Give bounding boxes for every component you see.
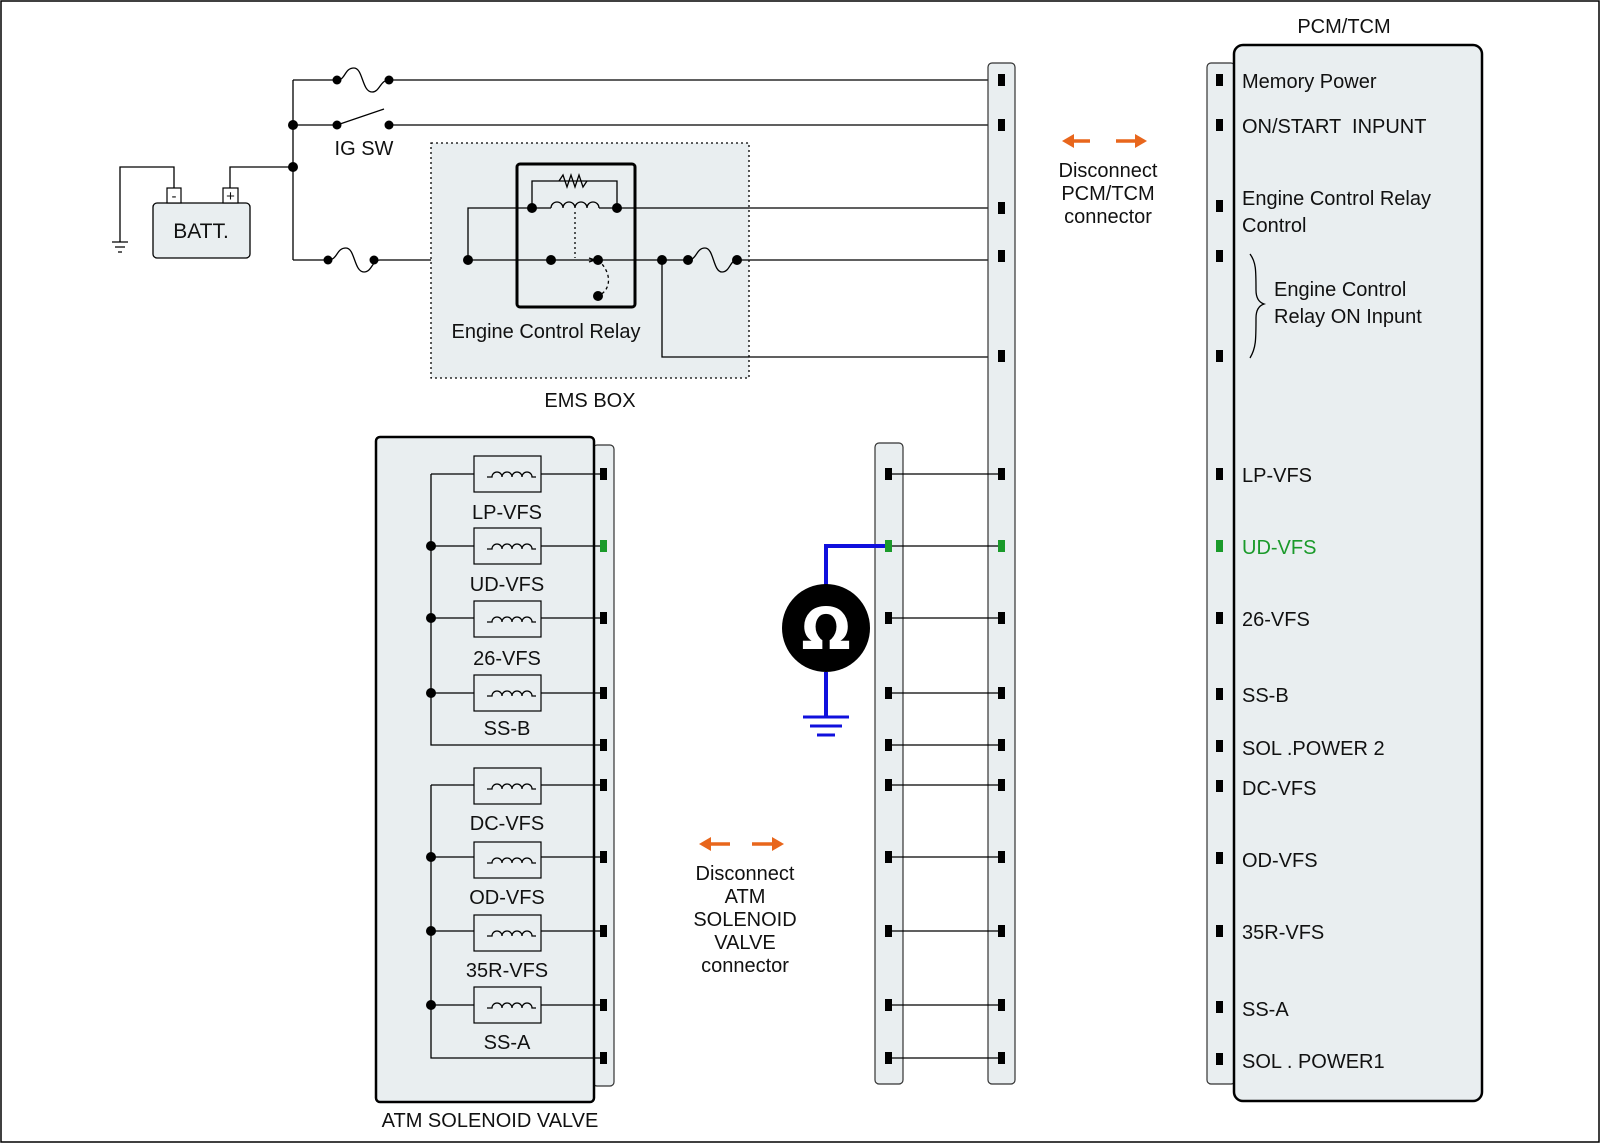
pcm-pin-engine-control-relay-on-2: Relay ON Inpunt	[1274, 306, 1422, 328]
pcm-pin-35r-vfs: 35R-VFS	[1242, 922, 1324, 944]
coil-icon	[487, 930, 536, 937]
fuse-icon	[336, 67, 390, 93]
solenoid-label-26-vfs: 26-VFS	[473, 648, 541, 670]
solenoid-label-ss-b: SS-B	[484, 718, 531, 740]
battery-minus-label: -	[172, 188, 177, 205]
fuse-icon	[327, 247, 381, 273]
disconnect-atm-line-2: ATM	[725, 886, 766, 908]
solenoid-label-lp-vfs: LP-VFS	[472, 502, 542, 524]
pcm-pin-sol-power-2: SOL .POWER 2	[1242, 738, 1385, 760]
solenoid-label-dc-vfs: DC-VFS	[470, 813, 544, 835]
ig-switch-icon	[336, 108, 385, 126]
pcm-harness-strip	[987, 62, 1016, 1085]
pcm-title: PCM/TCM	[1297, 16, 1390, 38]
pcm-pin-memory-power: Memory Power	[1242, 71, 1377, 93]
pcm-pin-engine-control-relay-control-2: Control	[1242, 215, 1306, 237]
pcm-pin-on-start-input: ON/START INPUNT	[1242, 116, 1426, 138]
solenoid-label-ss-a: SS-A	[484, 1032, 531, 1054]
power-wiring: IG SW	[288, 67, 1002, 273]
solenoid-label-35r-vfs: 35R-VFS	[466, 960, 548, 982]
pcm-pin-ud-vfs: UD-VFS	[1242, 537, 1316, 559]
pcm-pin-sol-power1: SOL . POWER1	[1242, 1051, 1385, 1073]
disconnect-pcm-line-1: Disconnect	[1059, 160, 1158, 182]
solenoid-26-vfs	[473, 600, 542, 638]
solenoid-od-vfs	[473, 841, 542, 879]
ohmmeter-symbol: Ω	[801, 595, 850, 663]
coil-icon	[487, 857, 536, 864]
solenoid-lp-vfs	[473, 455, 542, 493]
disconnect-atm-note: Disconnect ATM SOLENOID VALVE connector	[693, 837, 797, 977]
disconnect-pcm-line-3: connector	[1064, 206, 1152, 228]
coil-icon	[487, 1002, 536, 1009]
ground-icon	[803, 715, 849, 737]
ig-switch-label: IG SW	[335, 138, 394, 160]
pcm-pin-engine-control-relay-control-1: Engine Control Relay	[1242, 188, 1431, 210]
pcm-pin-ss-a: SS-A	[1242, 999, 1289, 1021]
coil-icon	[487, 783, 536, 790]
pcm-harness-connector	[987, 62, 1016, 1085]
atm-solenoid-valve: LP-VFS UD-VFS 26-VFS SS-B DC-VFS OD-VFS …	[374, 435, 615, 1132]
solenoid-ss-a	[473, 986, 542, 1024]
battery-plus-label: +	[226, 188, 235, 205]
battery: - + BATT.	[112, 166, 293, 259]
disconnect-atm-line-4: VALVE	[714, 932, 776, 954]
pcm-body	[1232, 43, 1484, 1103]
ohmmeter-lead	[824, 544, 885, 588]
pcm-pin-26-vfs: 26-VFS	[1242, 609, 1310, 631]
battery-body	[152, 202, 251, 259]
disconnect-pcm-line-2: PCM/TCM	[1061, 183, 1154, 205]
disconnect-atm-line-1: Disconnect	[696, 863, 795, 885]
pcm-pin-ss-b: SS-B	[1242, 685, 1289, 707]
solenoid-ss-b	[473, 674, 542, 712]
coil-icon	[487, 543, 536, 550]
resistor-icon	[558, 172, 588, 190]
pcm-pin-engine-control-relay-on-1: Engine Control	[1274, 279, 1406, 301]
pcm-tcm-module: PCM/TCM Memory Power ON/START INPUNT Eng…	[1206, 16, 1484, 1103]
disconnect-pcm-note: Disconnect PCM/TCM connector	[1059, 134, 1158, 228]
engine-control-relay-label: Engine Control Relay	[452, 321, 641, 343]
battery-ground-wire	[119, 166, 175, 242]
ground-icon	[112, 241, 128, 253]
battery-positive-wire	[229, 166, 293, 188]
disconnect-atm-line-3: SOLENOID	[693, 909, 796, 931]
battery-label: BATT.	[173, 220, 229, 243]
coil-icon	[487, 616, 536, 623]
pcm-pin-lp-vfs: LP-VFS	[1242, 465, 1312, 487]
ems-box-label: EMS BOX	[544, 390, 635, 412]
coil-icon	[487, 690, 536, 697]
solenoid-label-ud-vfs: UD-VFS	[470, 574, 544, 596]
coil-icon	[487, 471, 536, 478]
solenoid-label-od-vfs: OD-VFS	[469, 887, 545, 909]
atm-harness-connector	[874, 442, 1005, 1085]
atm-harness-strip	[874, 442, 904, 1085]
pcm-pin-od-vfs: OD-VFS	[1242, 850, 1318, 872]
atm-title: ATM SOLENOID VALVE	[382, 1110, 599, 1132]
ohmmeter-icon	[782, 584, 870, 672]
engine-control-relay	[515, 162, 637, 309]
ohmmeter: Ω	[782, 544, 885, 737]
relay-coil-icon	[550, 201, 600, 209]
solenoid-35r-vfs	[473, 914, 542, 952]
solenoid-dc-vfs	[473, 767, 542, 805]
ems-box: Engine Control Relay EMS BOX	[430, 142, 1002, 412]
brace-icon	[1249, 253, 1267, 359]
pcm-pin-dc-vfs: DC-VFS	[1242, 778, 1316, 800]
fuse-icon	[687, 247, 738, 273]
disconnect-atm-line-5: connector	[701, 955, 789, 977]
solenoid-ud-vfs	[473, 527, 542, 565]
pcm-pins	[1216, 74, 1223, 1065]
